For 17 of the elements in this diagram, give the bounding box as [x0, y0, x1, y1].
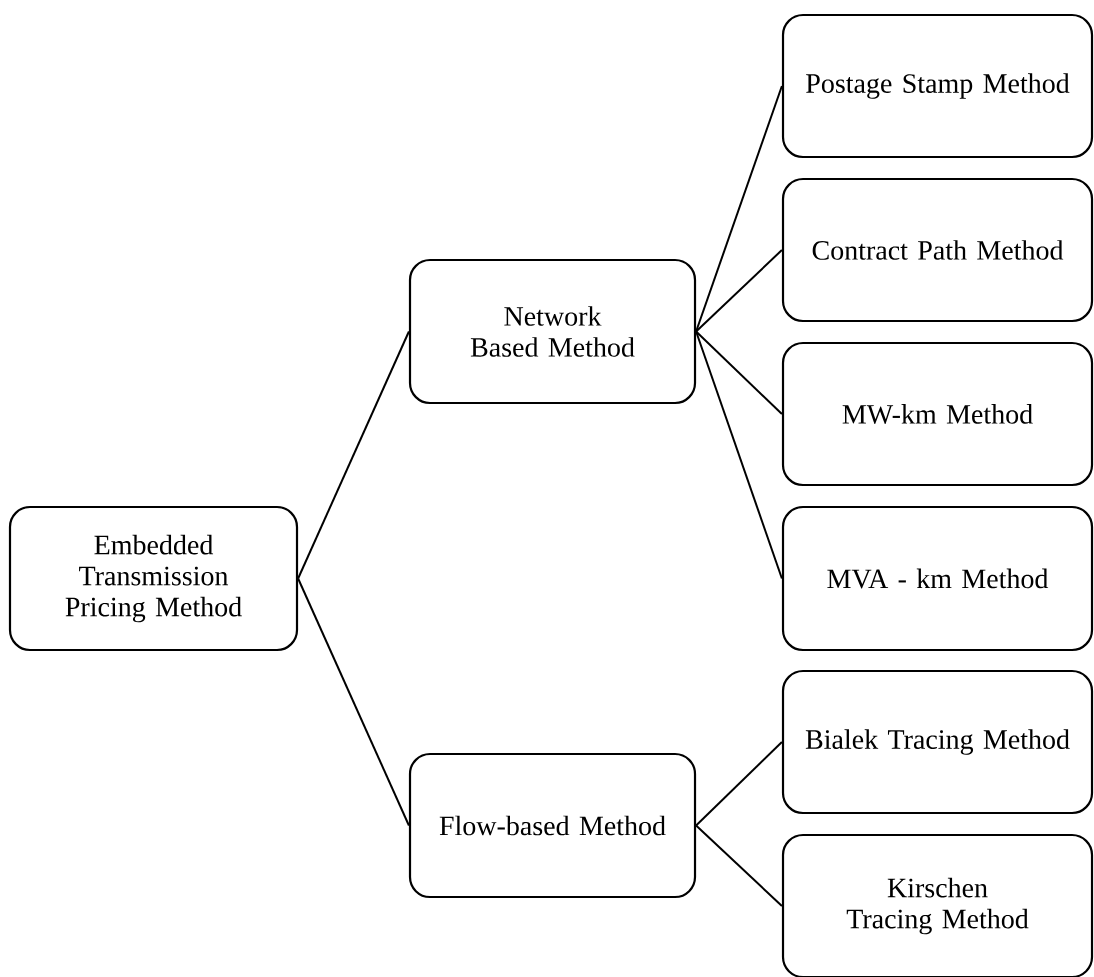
connector-line [695, 249, 783, 333]
method-box: Bialek Tracing Method [781, 669, 1094, 815]
method-box: Flow-based Method [408, 752, 697, 899]
method-box: MVA - km Method [781, 505, 1094, 652]
connector-line [695, 330, 783, 580]
method-box: Embedded Transmission Pricing Method [8, 505, 299, 652]
connector-line [297, 577, 410, 827]
method-box: MW-km Method [781, 341, 1094, 487]
method-box: Network Based Method [408, 258, 697, 405]
connector-line [695, 85, 783, 333]
method-box: Postage Stamp Method [781, 13, 1094, 159]
connector-line [695, 741, 783, 827]
connector-line [695, 824, 783, 907]
method-box: Kirschen Tracing Method [781, 833, 1094, 977]
connector-line [695, 330, 783, 415]
connector-line [297, 330, 410, 580]
method-box: Contract Path Method [781, 177, 1094, 323]
